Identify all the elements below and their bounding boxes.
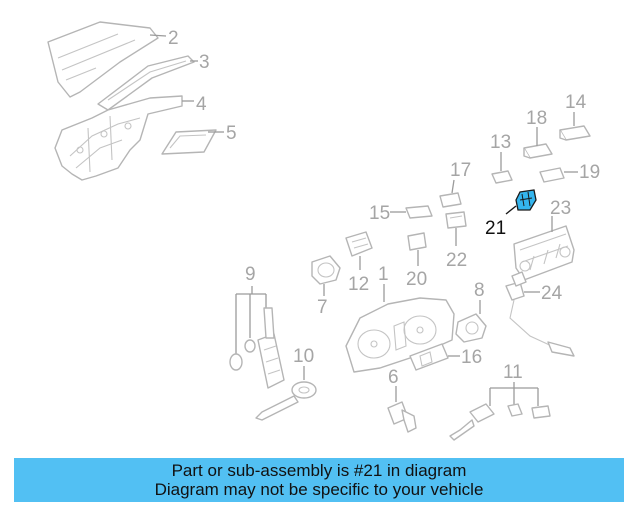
part-16-control: 16	[409, 343, 482, 371]
part-1-instrument-cluster: 1	[345, 264, 455, 373]
callout-20: 20	[406, 269, 427, 290]
callout-9: 9	[245, 264, 256, 285]
part-24-cable: 24	[505, 271, 575, 357]
part-7-knob: 7	[311, 255, 341, 318]
banner-line-2: Diagram may not be specific to your vehi…	[154, 480, 484, 499]
callout-13: 13	[490, 132, 511, 153]
callout-11: 11	[503, 362, 523, 383]
callout-3: 3	[199, 52, 210, 73]
callout-18: 18	[526, 108, 547, 129]
part-6-ignition-switch: 6	[387, 367, 417, 433]
callout-1: 1	[378, 264, 389, 285]
part-23-control-unit: 23	[513, 198, 575, 281]
part-9-key-set: 9	[229, 264, 285, 389]
part-18-switch: 18	[523, 108, 553, 159]
callout-16: 16	[461, 347, 482, 368]
callout-12: 12	[348, 274, 369, 295]
part-12-switch-block: 12	[345, 231, 373, 295]
callout-7: 7	[317, 297, 328, 318]
part-11-switch-group: 11	[449, 362, 551, 441]
banner-line-1: Part or sub-assembly is #21 in diagram	[171, 461, 467, 480]
part-19-switch: 19	[539, 162, 600, 183]
part-8-sensor: 8	[455, 280, 487, 343]
callout-6: 6	[388, 367, 399, 388]
part-2-dash-cover: 2	[47, 21, 179, 98]
part-10-key-blade: 10	[255, 346, 317, 421]
part-5-panel: 5	[161, 123, 237, 155]
part-20-switch: 20	[406, 232, 427, 290]
part-22-switch: 22	[445, 211, 467, 271]
part-14-switch: 14	[559, 92, 591, 141]
callout-19: 19	[579, 162, 600, 183]
callout-23: 23	[550, 198, 571, 219]
callout-24: 24	[541, 283, 563, 304]
part-15-switch: 15	[369, 203, 433, 224]
part-4-dash-carrier: 4	[54, 94, 207, 181]
info-banner: Part or sub-assembly is #21 in diagram D…	[14, 458, 624, 502]
callout-22: 22	[446, 250, 467, 271]
callout-15: 15	[369, 203, 390, 224]
callout-21: 21	[485, 218, 506, 239]
callout-8: 8	[474, 280, 485, 301]
callout-4: 4	[196, 94, 207, 115]
callout-17: 17	[450, 160, 471, 181]
part-21-highlighted: 21	[485, 189, 537, 239]
part-17-switch: 17	[439, 160, 471, 208]
callout-10: 10	[293, 346, 314, 367]
callout-2: 2	[168, 28, 179, 49]
callout-14: 14	[565, 92, 587, 113]
part-13-switch: 13	[490, 132, 513, 184]
callout-5: 5	[226, 123, 237, 144]
